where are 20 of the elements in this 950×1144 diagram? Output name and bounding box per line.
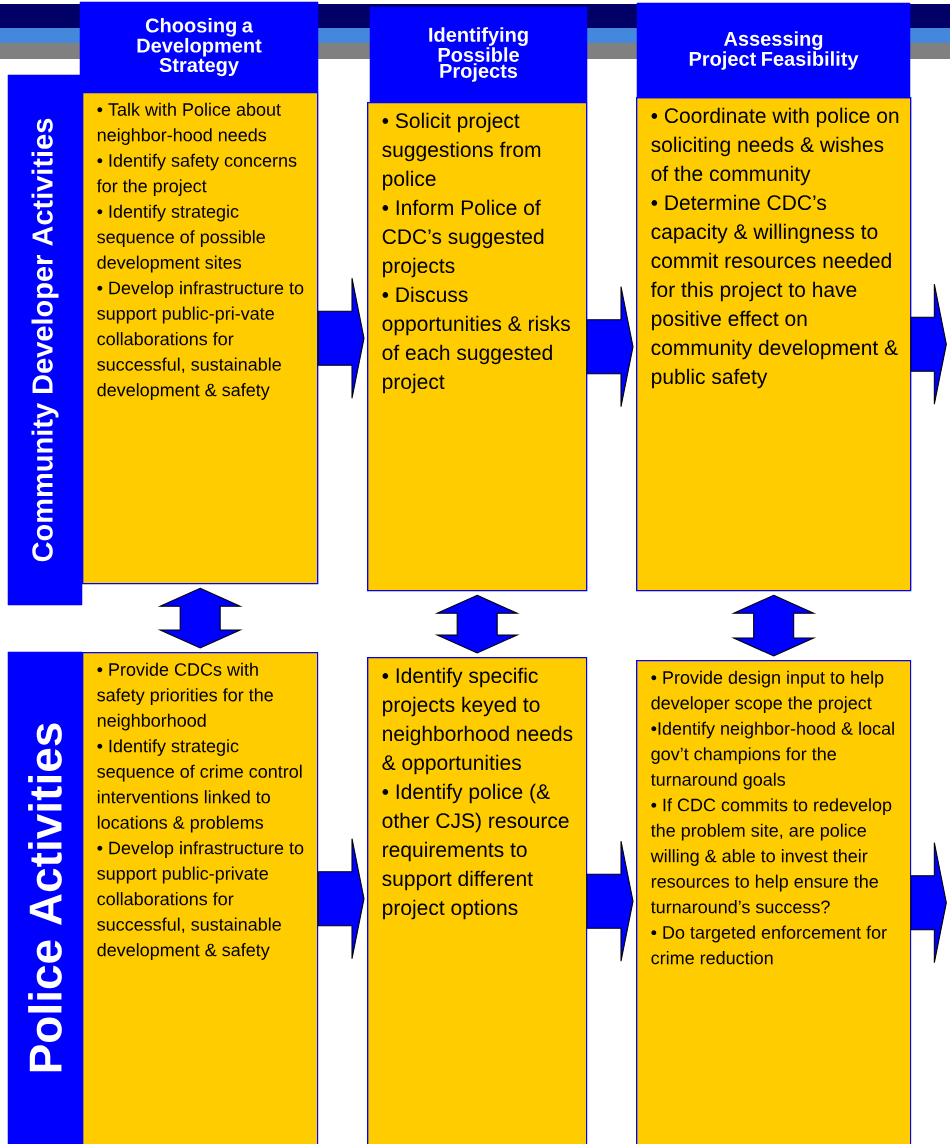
block-arrow	[317, 838, 365, 960]
block-arrow	[586, 840, 634, 962]
activity-box: • Identify specific projects keyed to neighborhood needs & opportunities • Identify police (& other CJS) resource requirements to support different project options	[367, 657, 588, 1144]
row-label-band: Community Developer Activities	[7, 74, 83, 606]
activity-box: • Provide design input to help developer scope the project •Identify neighbor-hood & local gov’t champions for the turnaround goals • If CDC commits to redevelop the problem site, are police willing & able to invest their resources to help ensure the turnaround’s success? • Do targeted enforcement for crime reduction	[636, 660, 912, 1144]
column-header: Assessing Project Feasibility	[636, 2, 911, 99]
activity-box: • Coordinate with police on soliciting needs & wishes of the community • Determine CDC’s capacity & willingness to commit resources needed for this project to have positive effect on community development & public safety	[636, 97, 912, 592]
column-header: Choosing a Development Strategy	[79, 1, 319, 93]
activity-box: • Provide CDCs with safety priorities for the neighborhood • Identify strategic sequence of crime control interventions linked to locations & problems • Develop infrastructure to support public-private collaborations for successful, sustainable development & safety	[82, 652, 319, 1144]
activity-box: • Talk with Police about neighbor-hood needs • Identify safety concerns for the project • Identify strategic sequence of possible development sites • Develop infrastructure to support public-pri-vate collaborations for successful, sustainable development & safety	[82, 92, 319, 585]
column-header: Identifying Possible Projects	[369, 6, 588, 103]
double-block-arrow	[157, 587, 243, 649]
activity-box: • Solicit project suggestions from police • Inform Police of CDC’s suggested projects • Discuss opportunities & risks of each suggested project	[367, 102, 588, 592]
block-arrow	[586, 286, 634, 408]
double-block-arrow	[434, 594, 520, 654]
block-arrow	[910, 283, 947, 405]
block-arrow	[317, 277, 365, 399]
block-arrow	[910, 842, 947, 964]
double-block-arrow	[731, 594, 817, 657]
row-label-band: Police Activities	[7, 651, 83, 1144]
